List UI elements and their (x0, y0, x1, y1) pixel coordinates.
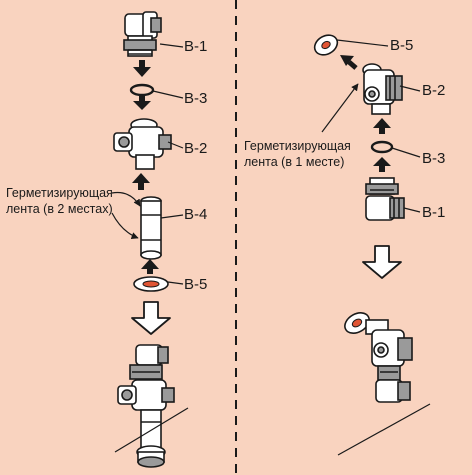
right-arrow-up-2 (373, 157, 391, 172)
left-b1-elbow-fitting (123, 11, 162, 57)
right-b5-gasket (313, 34, 339, 56)
right-label-b2: B-2 (422, 82, 446, 99)
left-sealing-leader-1 (111, 191, 141, 207)
left-sealing-tape-note: Герметизирующая лента (в 2 местах) (6, 186, 113, 217)
left-label-b2: B-2 (184, 140, 208, 157)
right-b2-leader (399, 85, 421, 92)
right-assembled-result (344, 312, 413, 403)
left-b3-leader (152, 90, 184, 99)
right-sealing-leader (321, 83, 359, 133)
right-b1-elbow-fitting (365, 177, 405, 221)
left-sealing-note-line2: лента (в 2 местах) (6, 201, 113, 216)
right-wall-line (337, 403, 431, 456)
right-big-down-arrow (362, 245, 402, 279)
left-arrow-up-1 (132, 173, 150, 190)
right-label-b3: B-3 (422, 150, 446, 167)
right-b2-tee-valve (362, 63, 403, 115)
left-b2-tee-valve (113, 118, 172, 170)
left-label-b4: B-4 (184, 206, 208, 223)
right-b3-oring (370, 140, 394, 154)
left-b2-leader (167, 141, 184, 149)
left-big-down-arrow (131, 301, 171, 335)
left-b5-leader (167, 281, 184, 285)
right-b1-leader (403, 207, 421, 213)
right-label-b5: B-5 (390, 37, 414, 54)
right-sealing-note-line1: Герметизирующая (244, 139, 351, 153)
left-wall-line (114, 407, 189, 453)
right-b3-leader (391, 147, 421, 158)
left-assembled-result (117, 344, 175, 468)
left-sealing-leader-2 (111, 212, 139, 240)
left-label-b5: B-5 (184, 276, 208, 293)
right-arrow-up-1 (373, 118, 391, 134)
left-arrow-down-1 (133, 60, 151, 77)
left-arrow-down-2 (133, 96, 151, 110)
left-b1-leader (159, 43, 184, 48)
right-sealing-note-line2: лента (в 1 месте) (244, 154, 345, 169)
right-sealing-tape-note: Герметизирующая лента (в 1 месте) (244, 139, 351, 170)
left-label-b3: B-3 (184, 90, 208, 107)
left-sealing-note-line1: Герметизирующая (6, 186, 113, 200)
left-b5-gasket (133, 276, 169, 292)
right-arrow-diag (340, 55, 358, 70)
left-b4-leader (160, 214, 184, 219)
left-label-b1: B-1 (184, 38, 208, 55)
right-label-b1: B-1 (422, 204, 446, 221)
left-arrow-up-2 (141, 259, 159, 274)
right-b5-leader (336, 39, 389, 47)
left-b4-pipe-nipple (140, 196, 162, 260)
left-b3-oring (129, 83, 155, 97)
